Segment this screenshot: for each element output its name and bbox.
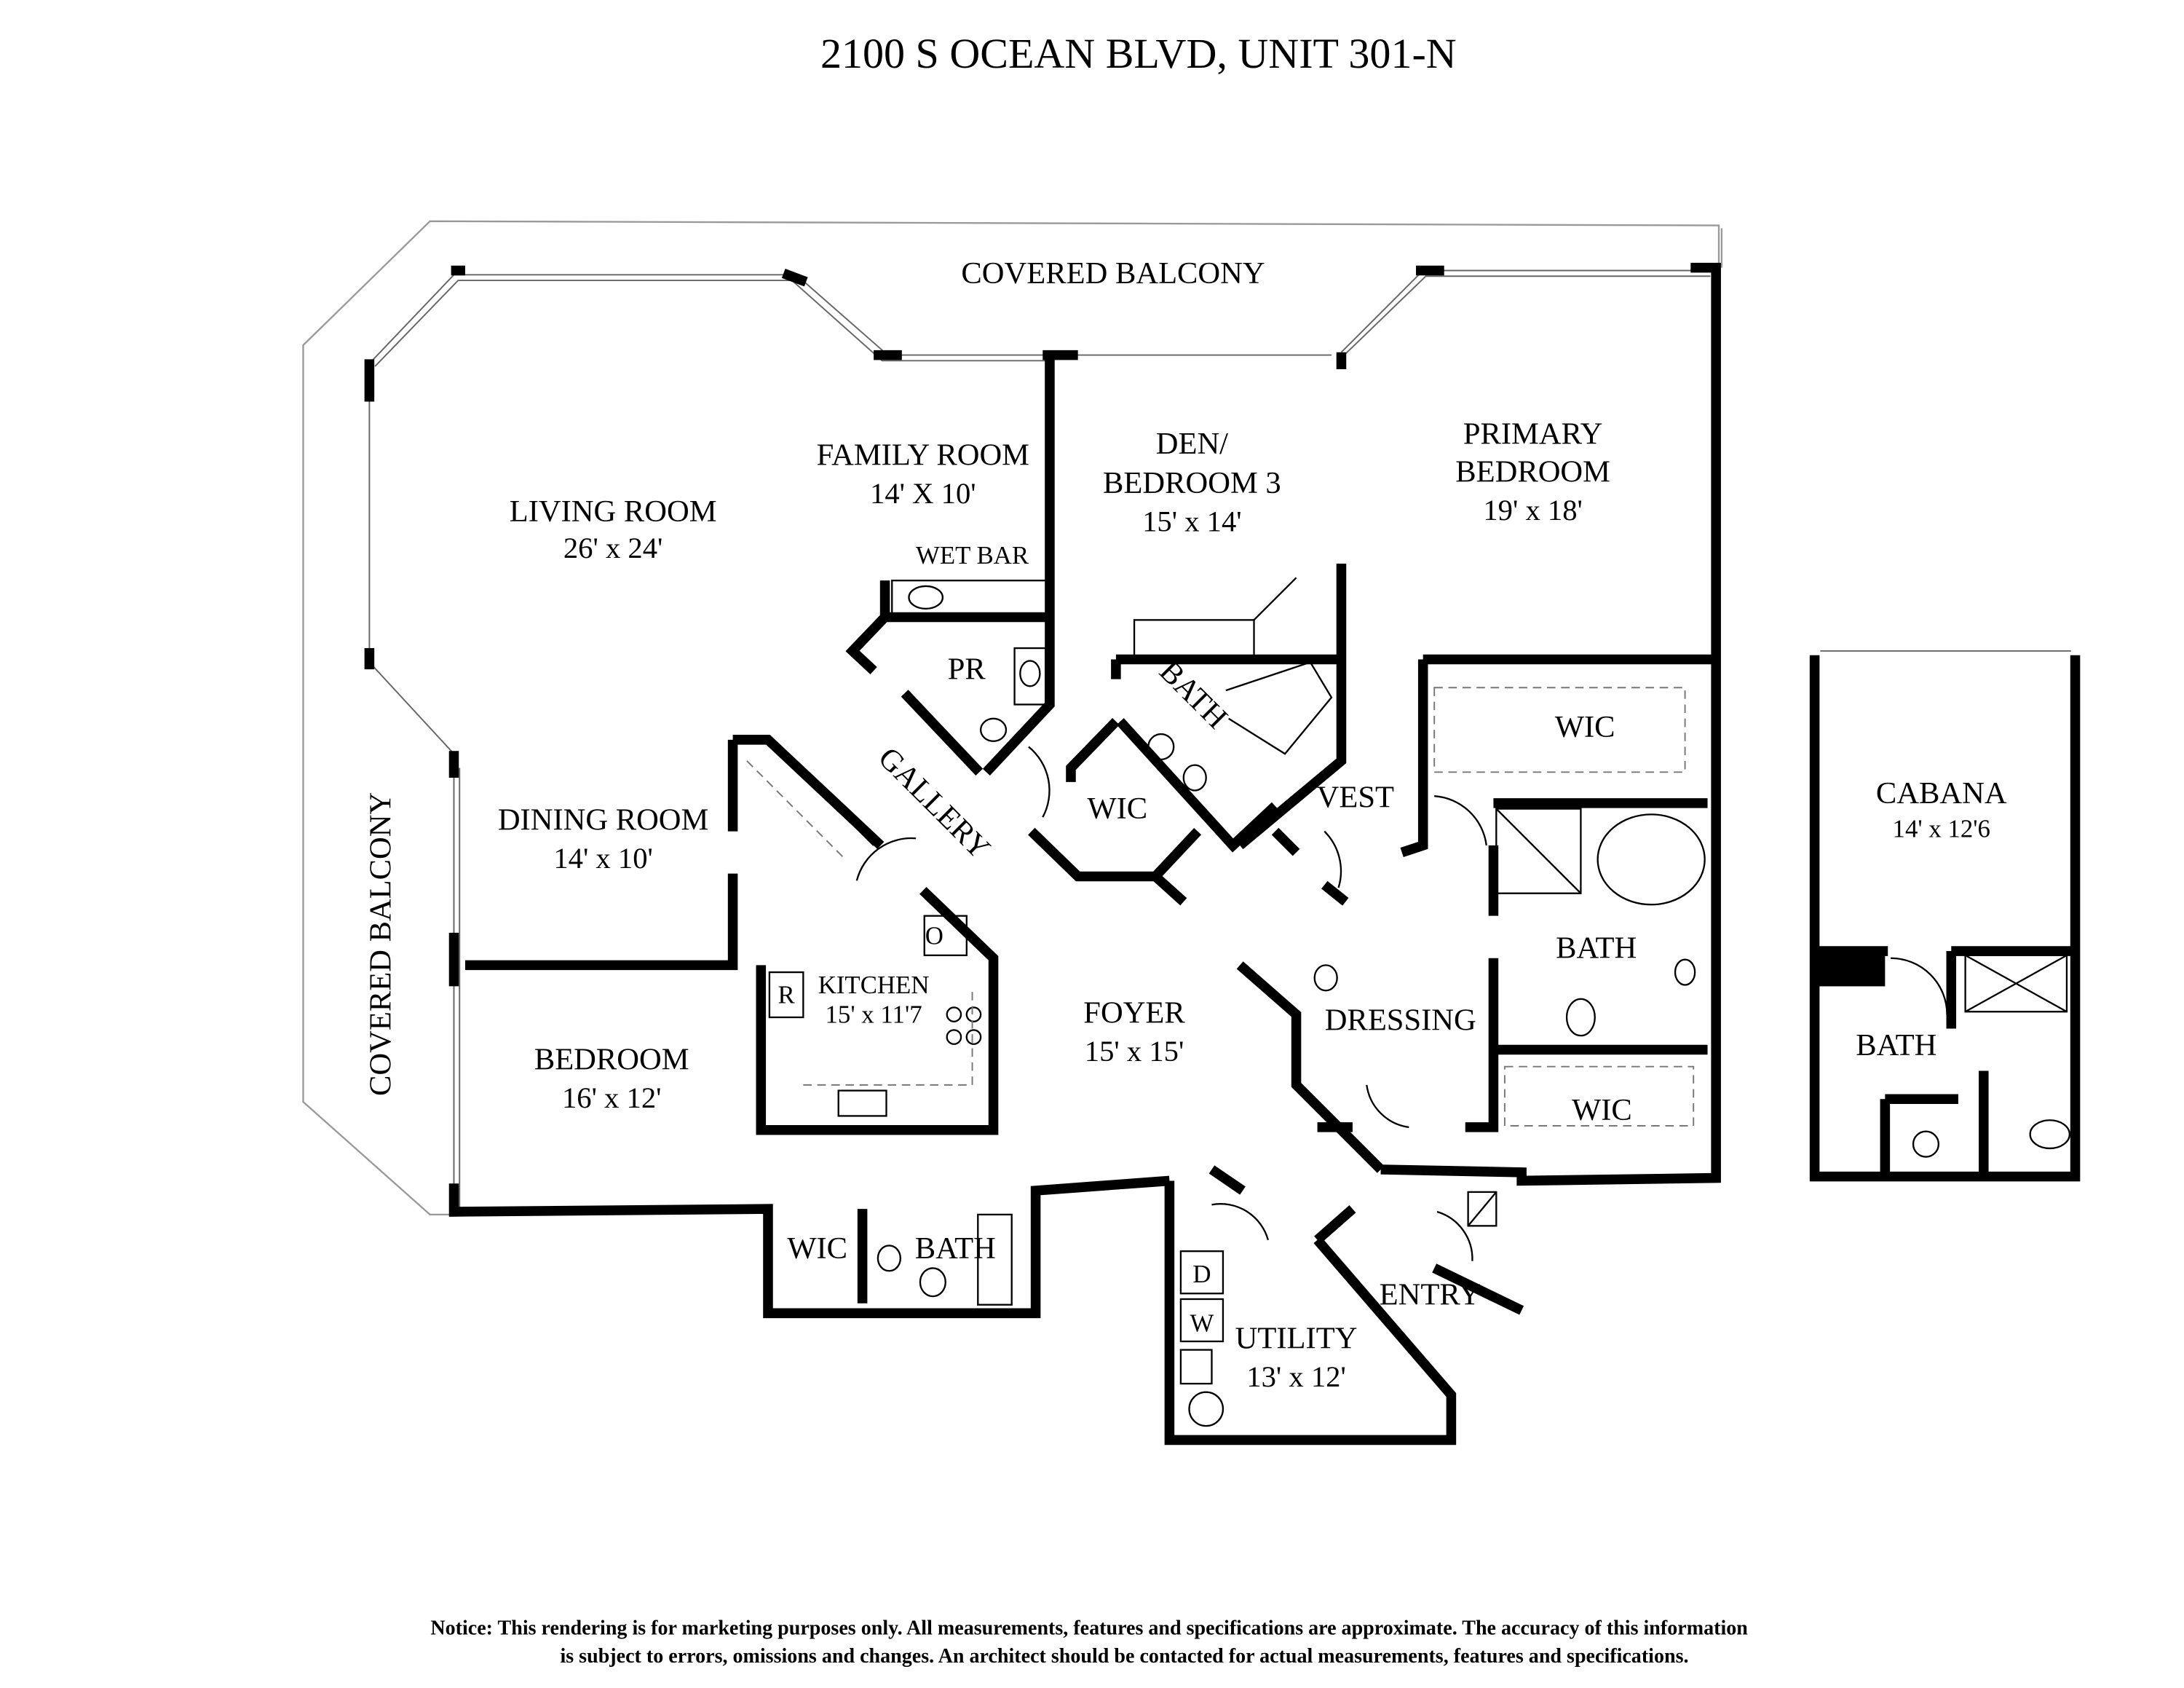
label-bedroom-bath: BATH (915, 1231, 996, 1266)
label-den-2: BEDROOM 3 (1103, 466, 1281, 500)
dims-family-room: 14' X 10' (870, 477, 976, 510)
label-entry: ENTRY (1380, 1278, 1481, 1312)
label-kitchen: KITCHEN (818, 971, 930, 999)
label-bedroom: BEDROOM (534, 1043, 689, 1077)
label-living-room: LIVING ROOM (510, 494, 717, 529)
label-utility: UTILITY (1235, 1322, 1358, 1356)
label-primary-wic-top: WIC (1555, 710, 1615, 744)
label-family-room: FAMILY ROOM (817, 438, 1029, 473)
exterior-walls (364, 262, 1721, 1446)
bedroom-bath-toilet-icon (919, 1267, 946, 1298)
cabana-walls (1809, 655, 2081, 1182)
label-den-1: DEN/ (1156, 427, 1228, 461)
primary-bath-toilet-icon (1565, 998, 1596, 1037)
dressing-sink-icon (1313, 964, 1338, 992)
label-primary-bedroom-1: PRIMARY (1463, 417, 1603, 451)
primary-bath-sink-icon (1674, 958, 1696, 986)
dryer-icon (1179, 1250, 1224, 1295)
label-dressing: DRESSING (1325, 1003, 1476, 1037)
bedroom-bath-sink-icon (877, 1245, 902, 1272)
balcony-outline (302, 220, 1723, 1216)
dims-bedroom: 16' x 12' (562, 1081, 662, 1114)
fixtures (746, 577, 1706, 1427)
dims-living-room: 26' x 24' (563, 532, 663, 564)
den-bath-sink-icon (1147, 733, 1175, 761)
label-foyer: FOYER (1083, 996, 1185, 1030)
room-labels: COVERED BALCONY COVERED BALCONY LIVING R… (363, 256, 2006, 1393)
label-fridge: R (778, 981, 796, 1009)
pr-sink-icon (1019, 660, 1041, 687)
label-covered-balcony-top: COVERED BALCONY (961, 256, 1265, 291)
dims-dining-room: 14' x 10' (553, 842, 653, 875)
windows (368, 269, 2071, 1210)
cooktop-icon (946, 1006, 962, 1022)
label-pr: PR (948, 652, 986, 687)
label-covered-balcony-left: COVERED BALCONY (363, 792, 397, 1096)
label-cabana: CABANA (1876, 776, 2007, 811)
interior-walls (464, 350, 1717, 1315)
label-oven: O (925, 921, 943, 950)
label-den-bath: BATH (1152, 654, 1234, 735)
label-washer: W (1190, 1309, 1214, 1337)
kitchen-sink-icon (837, 1089, 887, 1117)
label-bedroom-wic: WIC (787, 1231, 847, 1266)
label-dining-room: DINING ROOM (498, 803, 709, 837)
plan-title: 2100 S OCEAN BLVD, UNIT 301-N (820, 30, 1457, 77)
label-gallery: GALLERY (871, 741, 997, 866)
label-primary-bath: BATH (1556, 931, 1637, 966)
label-wet-bar: WET BAR (916, 541, 1029, 569)
notice-line-1: Notice: This rendering is for marketing … (430, 1617, 1748, 1639)
label-vest: VEST (1317, 781, 1394, 815)
dims-utility: 13' x 12' (1246, 1360, 1346, 1393)
label-cabana-bath: BATH (1856, 1028, 1936, 1062)
label-primary-wic-bottom: WIC (1572, 1093, 1632, 1127)
cabana-sink-icon (1912, 1130, 1940, 1158)
bathtub-icon (1597, 813, 1706, 906)
label-primary-bedroom-2: BEDROOM (1455, 455, 1610, 489)
water-heater-icon (1188, 1391, 1224, 1427)
label-den-wic: WIC (1087, 792, 1147, 826)
dims-cabana: 14' x 12'6 (1893, 814, 1990, 843)
dims-kitchen: 15' x 11'7 (826, 1001, 922, 1029)
dims-primary-bedroom: 19' x 18' (1483, 494, 1583, 526)
cabana-toilet-icon (2029, 1119, 2070, 1150)
wet-bar-sink-icon (908, 585, 944, 610)
dims-foyer: 15' x 15' (1085, 1035, 1184, 1068)
pr-toilet-icon (979, 717, 1008, 742)
label-dryer: D (1192, 1260, 1211, 1288)
dims-den: 15' x 14' (1142, 505, 1242, 537)
notice-line-2: is subject to errors, omissions and chan… (560, 1645, 1688, 1668)
bedroom-bathtub-icon (977, 1213, 1013, 1306)
den-bath-toilet-icon (1182, 764, 1207, 792)
washer-icon (1179, 1298, 1224, 1343)
